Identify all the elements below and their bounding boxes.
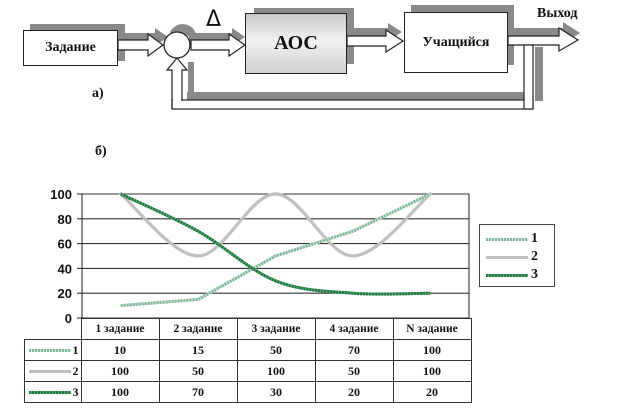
feedback-shadow [188, 62, 194, 100]
y-tick-label: 60 [58, 237, 72, 252]
arrow-shadow [189, 28, 245, 46]
legend-line-3 [486, 273, 528, 277]
row-key-label: 3 [72, 384, 79, 399]
panel-a-label: а) [92, 86, 104, 101]
legend-label-1: 1 [531, 231, 538, 246]
arrow-shadow [509, 22, 580, 44]
arrow-task-to-summator [117, 32, 165, 58]
table-cell: 70 [314, 339, 394, 361]
y-tick-label: 20 [58, 286, 72, 301]
row-key-label: 1 [72, 342, 79, 357]
aos-block: АОС [245, 13, 347, 74]
table-header-cell: N задание [392, 318, 472, 340]
table-cell: 100 [392, 339, 472, 361]
series-2-line [119, 192, 432, 258]
legend-item-1: 1 [486, 231, 538, 247]
output-label: Выход [537, 6, 578, 21]
table-corner [24, 318, 82, 340]
task-block: Задание [23, 30, 118, 66]
feedback-shadow [535, 47, 543, 101]
arrow-output [507, 26, 580, 53]
row-key-label: 2 [72, 363, 79, 378]
y-tick-label: 80 [58, 212, 72, 227]
data-table: 1 задание 2 задание 3 задание 4 задание … [24, 318, 472, 403]
table-cell: 20 [314, 381, 394, 403]
table-row-key: 2 [24, 360, 82, 382]
table-row: 2 100 50 100 50 100 [24, 360, 472, 382]
table-header-cell: 3 задание [236, 318, 316, 340]
legend-item-2: 2 [486, 249, 538, 265]
legend-item-3: 3 [486, 267, 538, 283]
table-cell: 30 [236, 381, 316, 403]
table-cell: 50 [158, 360, 238, 382]
legend-label-3: 3 [531, 267, 538, 282]
table-cell: 100 [236, 360, 316, 382]
table-header-cell: 4 задание [314, 318, 394, 340]
table-row: 1 10 15 50 70 100 [24, 339, 472, 361]
series-3-key-line [28, 391, 71, 395]
feedback-shadow [187, 92, 532, 100]
table-cell: 50 [314, 360, 394, 382]
series-1-line [120, 192, 431, 308]
series-1-line-base [120, 192, 431, 308]
learner-block-label: Учащийся [422, 34, 490, 50]
legend-label-2: 2 [531, 249, 538, 264]
chart-legend: 1 2 3 [479, 224, 555, 287]
table-cell: 100 [80, 381, 160, 403]
delta-symbol: Δ [206, 7, 222, 32]
arrow-aos-to-learner [346, 28, 405, 54]
table-header-cell: 2 задание [158, 318, 238, 340]
aos-block-label: АОС [274, 32, 318, 54]
table-row-key: 3 [24, 381, 82, 403]
table-cell: 100 [80, 360, 160, 382]
table-cell: 100 [392, 360, 472, 382]
table-cell: 15 [158, 339, 238, 361]
series-2-key-line [28, 370, 71, 374]
panel-b-label: б) [95, 144, 107, 159]
table-header-row: 1 задание 2 задание 3 задание 4 задание … [24, 318, 472, 340]
legend-line-1 [486, 237, 528, 241]
series-3-line [120, 192, 431, 296]
table-header-cell: 1 задание [80, 318, 160, 340]
table-row-key: 1 [24, 339, 82, 361]
legend-line-2 [486, 255, 528, 259]
task-block-label: Задание [45, 40, 96, 55]
summator-node [163, 31, 191, 59]
table-cell: 20 [392, 381, 472, 403]
table-cell: 70 [158, 381, 238, 403]
y-tick-label: 100 [50, 187, 72, 202]
feedback-right-bar [523, 44, 534, 110]
series-1-key-line [28, 349, 71, 353]
y-tick-label: 40 [58, 261, 72, 276]
table-cell: 50 [236, 339, 316, 361]
chart-series [119, 192, 432, 308]
table-row: 3 100 70 30 20 20 [24, 381, 472, 403]
table-cell: 10 [80, 339, 160, 361]
arrow-summator-to-aos [190, 32, 247, 58]
